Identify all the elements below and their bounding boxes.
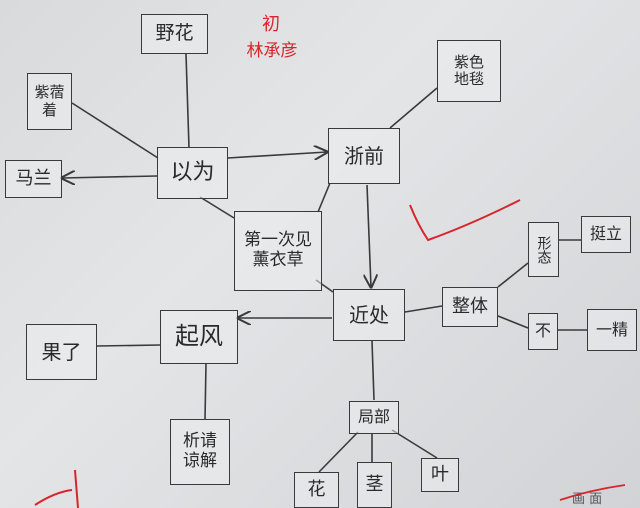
node-tingli: 挺立 (581, 216, 631, 253)
node-jubu: 局部 (349, 401, 399, 434)
red-check-mark (409, 199, 521, 242)
node-yiwei: 以为 (157, 147, 228, 199)
edge-jindu-jubu (371, 340, 375, 401)
node-xijiejie: 析请 谅解 (170, 419, 230, 485)
node-zhexie: 浙前 (328, 128, 400, 184)
node-center: 第一次见 薰衣草 (234, 211, 322, 291)
edge-zhengti-se (497, 315, 529, 329)
edge-jindu-zhengti (404, 305, 443, 313)
edge-jubu-ye (391, 429, 438, 459)
node-se: 不 (528, 313, 558, 350)
corner-text: 画 面 (572, 492, 603, 507)
node-xingtai: 形态 (528, 222, 559, 277)
annotation-title: 初 (262, 14, 280, 35)
edge-zhengti-xingtai (497, 262, 529, 288)
edge-zhexie-center (317, 182, 331, 213)
node-ziseditan: 紫色 地毯 (437, 40, 501, 102)
node-hua: 花 (294, 472, 339, 508)
red-mark-bottom-right (559, 484, 626, 501)
annotation-author: 林承彦 (246, 41, 298, 61)
edge-qifeng-guole (96, 344, 161, 347)
edge-yiwei-xiangcao (71, 102, 159, 159)
node-malan: 马兰 (5, 160, 62, 198)
node-jindu: 近处 (333, 289, 405, 341)
edge-zhexie-jindu (367, 184, 371, 287)
edge-qifeng-xijiejie (204, 362, 207, 421)
node-jing: 茎 (357, 462, 392, 508)
edge-yiwei-malan (62, 176, 158, 178)
red-mark-bottom-left (34, 469, 79, 508)
edge-jubu-hua (318, 431, 359, 473)
edge-yiwei-center (199, 196, 235, 219)
node-yipian: 一精 (587, 309, 637, 351)
node-qifeng: 起风 (160, 310, 238, 364)
edge-zhexie-ziseditan (389, 87, 438, 129)
edge-yiwei-zhexie (227, 152, 327, 158)
node-xiangcao: 紫蓿 着 (27, 73, 72, 130)
node-yehua: 野花 (141, 14, 208, 54)
node-guole: 果了 (26, 324, 97, 380)
node-zhengti: 整体 (442, 287, 498, 327)
edge-yiwei-yehua (185, 53, 190, 149)
node-ye: 叶 (421, 458, 459, 492)
